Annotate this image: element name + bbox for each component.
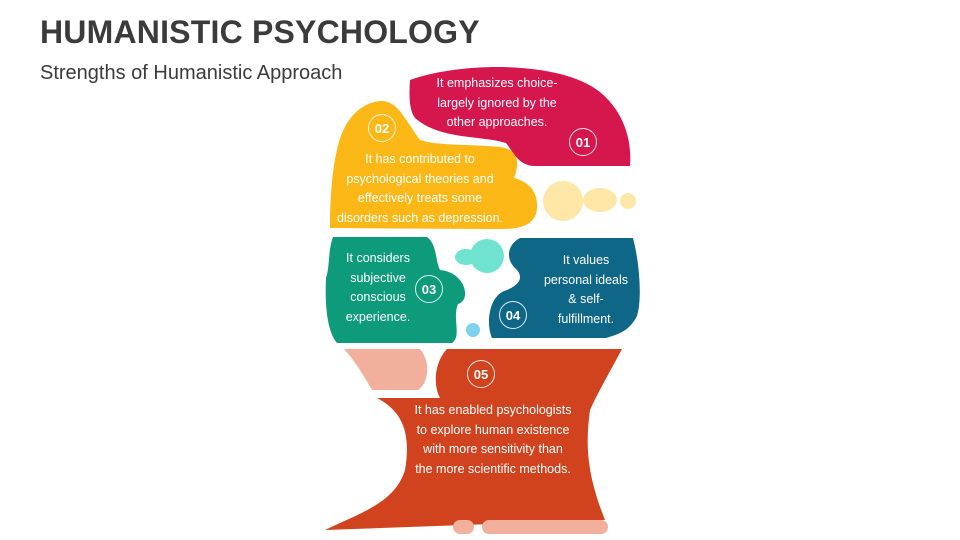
segment-05-number-badge: 05 [467,360,495,388]
segment-05-text: It has enabled psychologists to explore … [414,403,572,476]
mint-bubble-large [470,239,504,273]
peach-bottom-bar-short [453,520,474,534]
segment-03-number-badge: 03 [415,275,443,303]
segment-02-number-badge: 02 [368,114,396,142]
segment-01-text: It emphasizes choice-largely ignored by … [436,76,558,129]
page-subtitle: Strengths of Humanistic Approach [40,62,343,84]
peach-chin-shape [344,349,428,390]
segment-01-number-badge: 01 [569,128,597,156]
segment-03-text: It considers subjective conscious experi… [345,251,411,324]
mint-bubble-small [455,249,477,265]
segment-02-text: It has contributed to psychological theo… [336,152,504,225]
segment-04-text: It values personal ideals & self-fulfill… [543,253,629,326]
pale-yellow-bubble-small [620,193,636,209]
peach-bottom-bar-long [482,520,608,534]
page-title: HUMANISTIC PSYCHOLOGY [40,14,480,50]
pale-yellow-bubble-large [543,181,583,221]
pale-yellow-bubble-medium [583,188,617,212]
segment-04-number-badge: 04 [499,301,527,329]
segment-05-shape [325,349,622,530]
sky-blue-dot [466,323,480,337]
segment-03-shape [325,237,466,343]
